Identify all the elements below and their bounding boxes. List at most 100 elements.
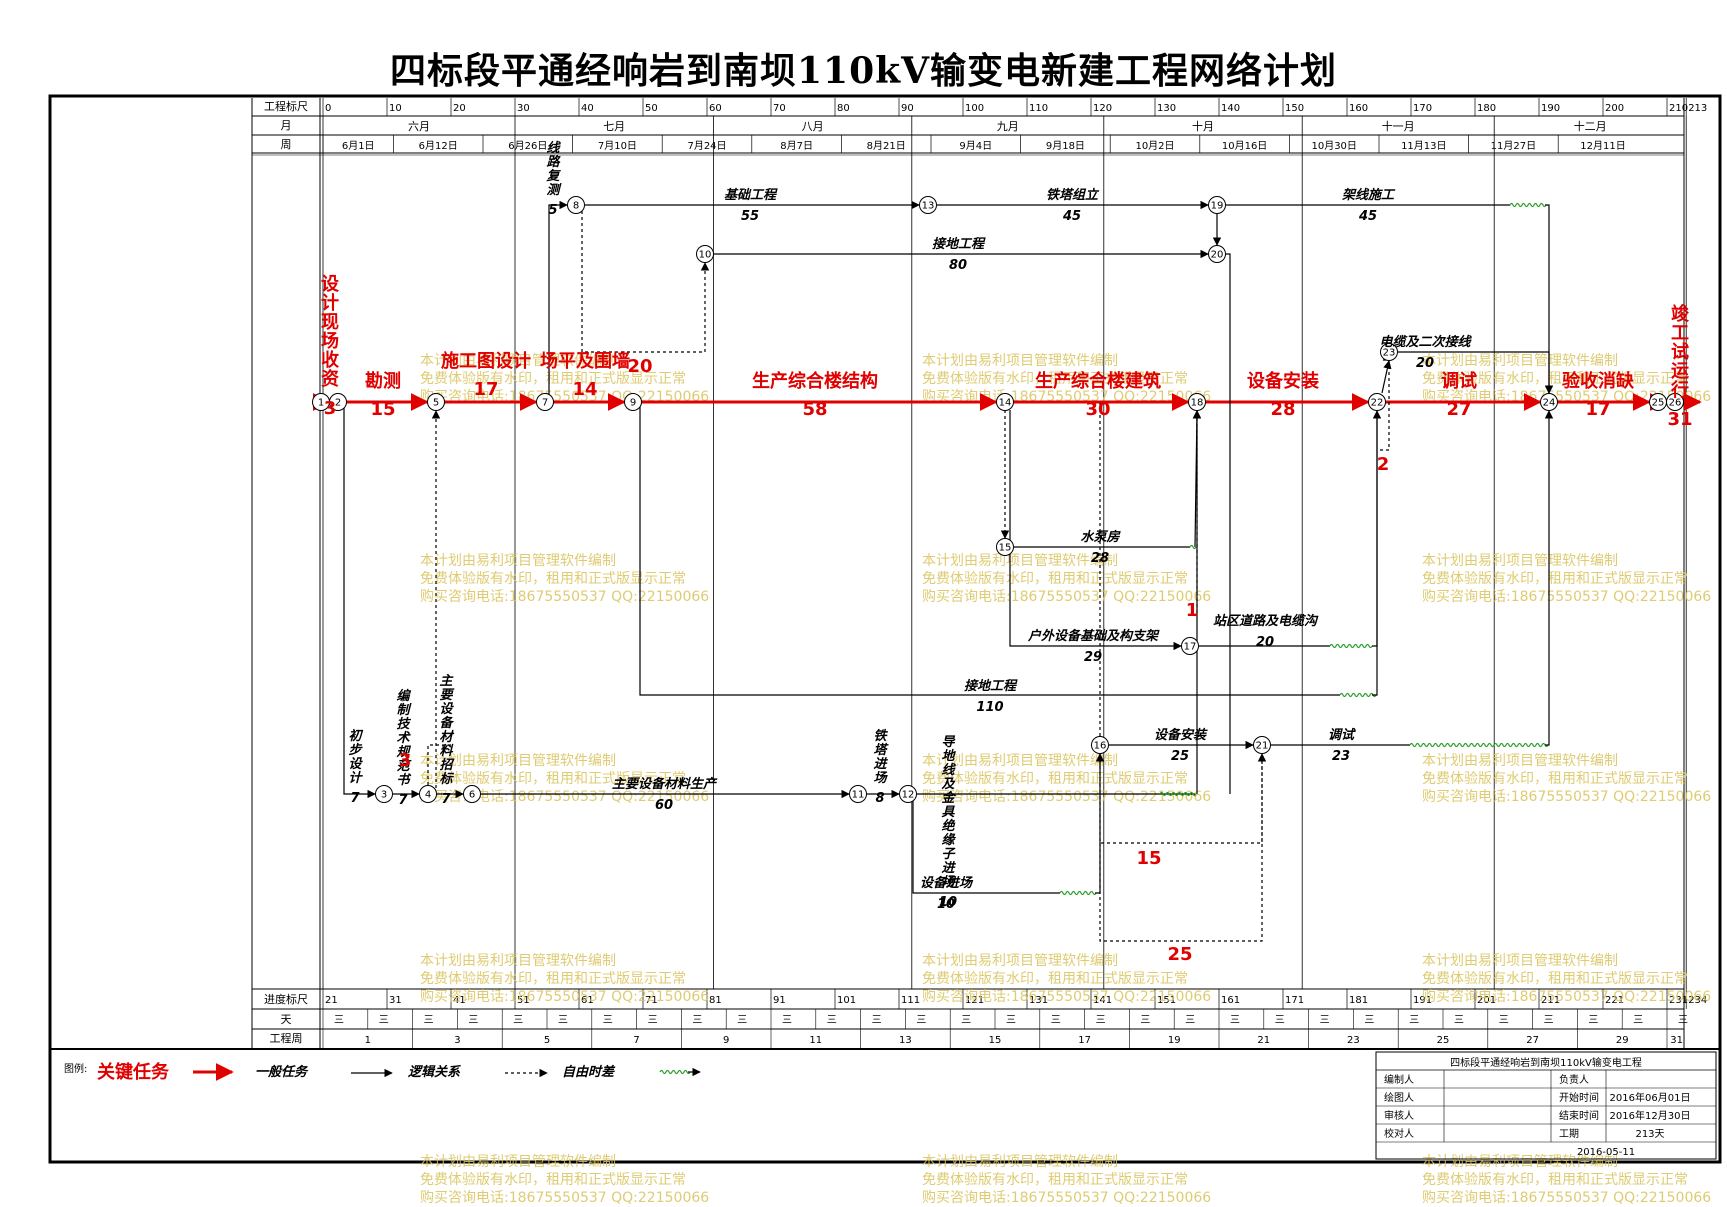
month-label: 十二月 <box>1574 119 1607 133</box>
watermark-text: 本计划由易利项目管理软件编制 <box>420 1154 616 1170</box>
task-name: 接地工程 <box>964 678 1018 694</box>
node-circle <box>567 196 585 214</box>
scale-tick-label: 60 <box>709 103 722 114</box>
outer-frame <box>48 94 1722 1164</box>
task-name: 计 <box>348 770 363 786</box>
scale-tick-label: 50 <box>645 103 658 114</box>
node-circle <box>375 785 393 803</box>
node-circle <box>1380 343 1398 361</box>
node-2: 2 <box>329 393 347 411</box>
node-7: 7 <box>536 393 554 411</box>
watermark-text: 购买咨询电话:18675550537 QQ:22150066 <box>922 789 1211 805</box>
critical-task-name: 生产综合楼建筑 <box>1035 370 1161 392</box>
node-number: 6 <box>469 790 475 801</box>
scale-tick-label: 30 <box>517 103 530 114</box>
critical-task-name: 收 <box>321 349 339 371</box>
task-name: 调试 <box>1328 727 1356 743</box>
node-number: 26 <box>1669 398 1682 409</box>
node-circle <box>849 785 867 803</box>
node-number: 5 <box>433 398 439 409</box>
scale-tick-label: 180 <box>1477 103 1496 114</box>
node-12: 12 <box>899 785 917 803</box>
task-name: 复 <box>545 168 561 184</box>
task-name: 标 <box>439 771 454 787</box>
watermark-text: 免费体验版有水印，租用和正式版显示正常 <box>1422 771 1688 787</box>
task-name: 具 <box>940 805 955 820</box>
day-mark: 三 <box>1678 1015 1688 1026</box>
task-name: 场 <box>941 874 956 890</box>
day-mark: 三 <box>1051 1015 1061 1026</box>
node-number: 24 <box>1543 398 1556 409</box>
scale-tick-label: 100 <box>965 103 984 114</box>
watermark-text: 免费体验版有水印，租用和正式版显示正常 <box>922 771 1188 787</box>
watermark-text: 本计划由易利项目管理软件编制 <box>922 353 1118 369</box>
node-3: 3 <box>375 785 393 803</box>
watermark-text: 本计划由易利项目管理软件编制 <box>420 753 616 769</box>
scale-tick-label: 170 <box>1413 103 1432 114</box>
node-circle <box>463 785 481 803</box>
watermark-text: 购买咨询电话:18675550537 QQ:22150066 <box>420 589 709 605</box>
task-name: 导 <box>941 735 956 750</box>
info-label: 审核人 <box>1384 1109 1414 1122</box>
node-circle <box>419 785 437 803</box>
task-duration: 7 <box>441 792 451 807</box>
free-float-wave <box>1059 890 1097 896</box>
task-name: 接地工程 <box>932 236 986 252</box>
critical-task-duration: 15 <box>370 399 395 420</box>
legend-float-wave <box>659 1069 691 1075</box>
node-number: 11 <box>852 790 865 801</box>
task-line-test-up <box>1544 410 1554 746</box>
watermark-text: 本计划由易利项目管理软件编制 <box>1422 953 1618 969</box>
node-4: 4 <box>419 785 437 803</box>
node-number: 21 <box>1256 741 1269 752</box>
legend-critical-label: 关键任务 <box>97 1061 170 1083</box>
task-name: 架线施工 <box>1342 187 1396 203</box>
node-22: 22 <box>1368 393 1386 411</box>
progress-tick-label: 141 <box>1093 995 1112 1006</box>
day-mark: 三 <box>1588 1015 1598 1026</box>
critical-task-name: 施工图设计 <box>441 350 531 372</box>
float-duration: 15 <box>1136 848 1161 869</box>
watermark-text: 购买咨询电话:18675550537 QQ:22150066 <box>922 989 1211 1005</box>
watermark-text: 本计划由易利项目管理软件编制 <box>1422 353 1618 369</box>
node-14: 14 <box>996 393 1014 411</box>
week-label: 8月7日 <box>780 140 813 152</box>
footer-row-label: 进度标尺 <box>264 992 308 1006</box>
info-key: 工期 <box>1559 1128 1579 1140</box>
node-number: 3 <box>381 790 387 801</box>
legend-normal-label: 一般任务 <box>255 1064 309 1080</box>
progress-tick-label: 91 <box>773 995 786 1006</box>
node-number: 22 <box>1371 398 1384 409</box>
critical-task-duration: 31 <box>1667 409 1692 430</box>
work-week-label: 19 <box>1168 1035 1181 1046</box>
info-key: 负责人 <box>1559 1073 1589 1086</box>
scale-tick-label: 160 <box>1349 103 1368 114</box>
node-circle <box>1368 393 1386 411</box>
info-label: 校对人 <box>1384 1127 1414 1140</box>
header-row-label: 周 <box>281 138 292 151</box>
float-duration: 1 <box>1186 600 1199 621</box>
watermark-text: 本计划由易利项目管理软件编制 <box>1422 753 1618 769</box>
progress-tick-label: 101 <box>837 995 856 1006</box>
legend-logic-label: 逻辑关系 <box>407 1064 462 1080</box>
month-label: 八月 <box>802 120 824 133</box>
node-17: 17 <box>1181 637 1199 655</box>
scale-tick-label: 120 <box>1093 103 1112 114</box>
day-mark: 三 <box>424 1015 434 1026</box>
watermark-text: 免费体验版有水印，租用和正式版显示正常 <box>420 971 686 987</box>
critical-task-duration: 14 <box>572 379 597 400</box>
legend-title: 图例: <box>64 1062 87 1075</box>
progress-tick-label: 181 <box>1349 995 1368 1006</box>
day-mark: 三 <box>1454 1015 1464 1026</box>
scale-tick-label: 70 <box>773 103 786 114</box>
task-name: 水泵房 <box>1080 529 1121 545</box>
watermark-text: 购买咨询电话:18675550537 QQ:22150066 <box>420 789 709 805</box>
watermark-text: 免费体验版有水印，租用和正式版显示正常 <box>1422 1172 1688 1188</box>
watermark-text: 免费体验版有水印，租用和正式版显示正常 <box>922 971 1188 987</box>
day-mark: 三 <box>782 1015 792 1026</box>
node-24: 24 <box>1540 393 1558 411</box>
task-duration: 45 <box>1062 209 1081 224</box>
day-mark: 三 <box>961 1015 971 1026</box>
task-line-road-up <box>1372 410 1382 647</box>
